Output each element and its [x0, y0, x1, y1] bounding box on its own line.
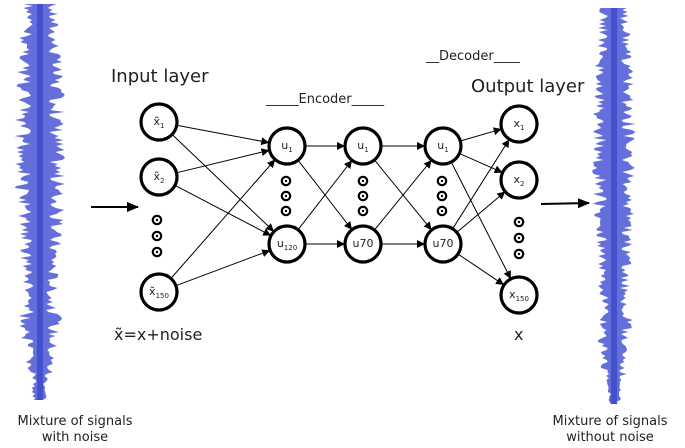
output-node: x150: [499, 275, 539, 315]
hidden2-node-label: u1: [357, 139, 368, 154]
output-symbol: x: [514, 325, 524, 344]
hidden1-node: u1: [267, 126, 307, 166]
hidden3-node: u1: [423, 126, 463, 166]
connection-arrow: [450, 161, 511, 279]
connection-arrow: [170, 159, 276, 279]
output-node-label: x2: [514, 173, 525, 188]
input-node: x̃150: [139, 272, 179, 312]
encoder-label: _____Encoder_____: [266, 92, 385, 107]
output-node: x1: [499, 104, 539, 144]
right-caption: Mixture of signals without noise: [535, 414, 685, 446]
connection-arrow: [374, 159, 432, 231]
hidden3-node-label: u1: [437, 139, 448, 154]
hidden2-node: u1: [343, 126, 383, 166]
output-node-label: x1: [514, 117, 525, 132]
hidden2-node: u70: [343, 224, 383, 264]
input-node-label: x̃2: [154, 170, 165, 185]
hidden3-node-label: u70: [433, 237, 454, 250]
hidden1-node-label: u1: [281, 139, 292, 154]
hidden3-node: u70: [423, 224, 463, 264]
connection-arrow: [297, 160, 353, 231]
output-arrow: [540, 198, 590, 209]
connection-arrow: [457, 253, 505, 285]
connection-arrow: [374, 159, 432, 231]
input-node-label: x̃1: [154, 115, 165, 130]
connection-arrow: [452, 139, 510, 230]
output-node-label: x150: [509, 288, 529, 303]
hidden1-ellipsis: [280, 175, 292, 217]
connection-arrow: [456, 191, 506, 233]
input-ellipsis: [151, 214, 163, 258]
hidden2-ellipsis: [357, 175, 369, 217]
hidden3-ellipsis: [436, 175, 448, 217]
input-layer-label: Input layer: [111, 66, 209, 87]
right-caption-line1: Mixture of signals: [552, 414, 668, 429]
input-formula: x̃=x+noise: [114, 325, 203, 344]
connection-arrow: [459, 152, 503, 174]
connection-arrow: [175, 249, 271, 287]
output-layer-label: Output layer: [471, 76, 585, 97]
noisy-signal-waveform: [14, 4, 65, 400]
output-ellipsis: [513, 216, 525, 260]
hidden1-node-label: u120: [277, 237, 297, 252]
input-node: x̃1: [139, 102, 179, 142]
connection-arrow: [460, 127, 502, 142]
hidden2-node-label: u70: [353, 237, 374, 250]
hidden1-node: u120: [267, 224, 307, 264]
input-node: x̃2: [139, 157, 179, 197]
connection-arrow: [171, 134, 274, 232]
decoder-label: __Decoder____: [426, 49, 520, 64]
right-caption-line2: without noise: [566, 430, 654, 445]
left-caption-line2: with noise: [41, 430, 109, 445]
left-caption-line1: Mixture of signals: [17, 414, 133, 429]
connection-arrow: [176, 148, 270, 174]
clean-signal-waveform: [592, 8, 636, 404]
left-caption: Mixture of signals with noise: [0, 414, 150, 446]
input-node-label: x̃150: [149, 285, 169, 300]
connection-arrow: [176, 124, 270, 146]
connection-arrow: [174, 184, 272, 236]
output-node: x2: [499, 160, 539, 200]
